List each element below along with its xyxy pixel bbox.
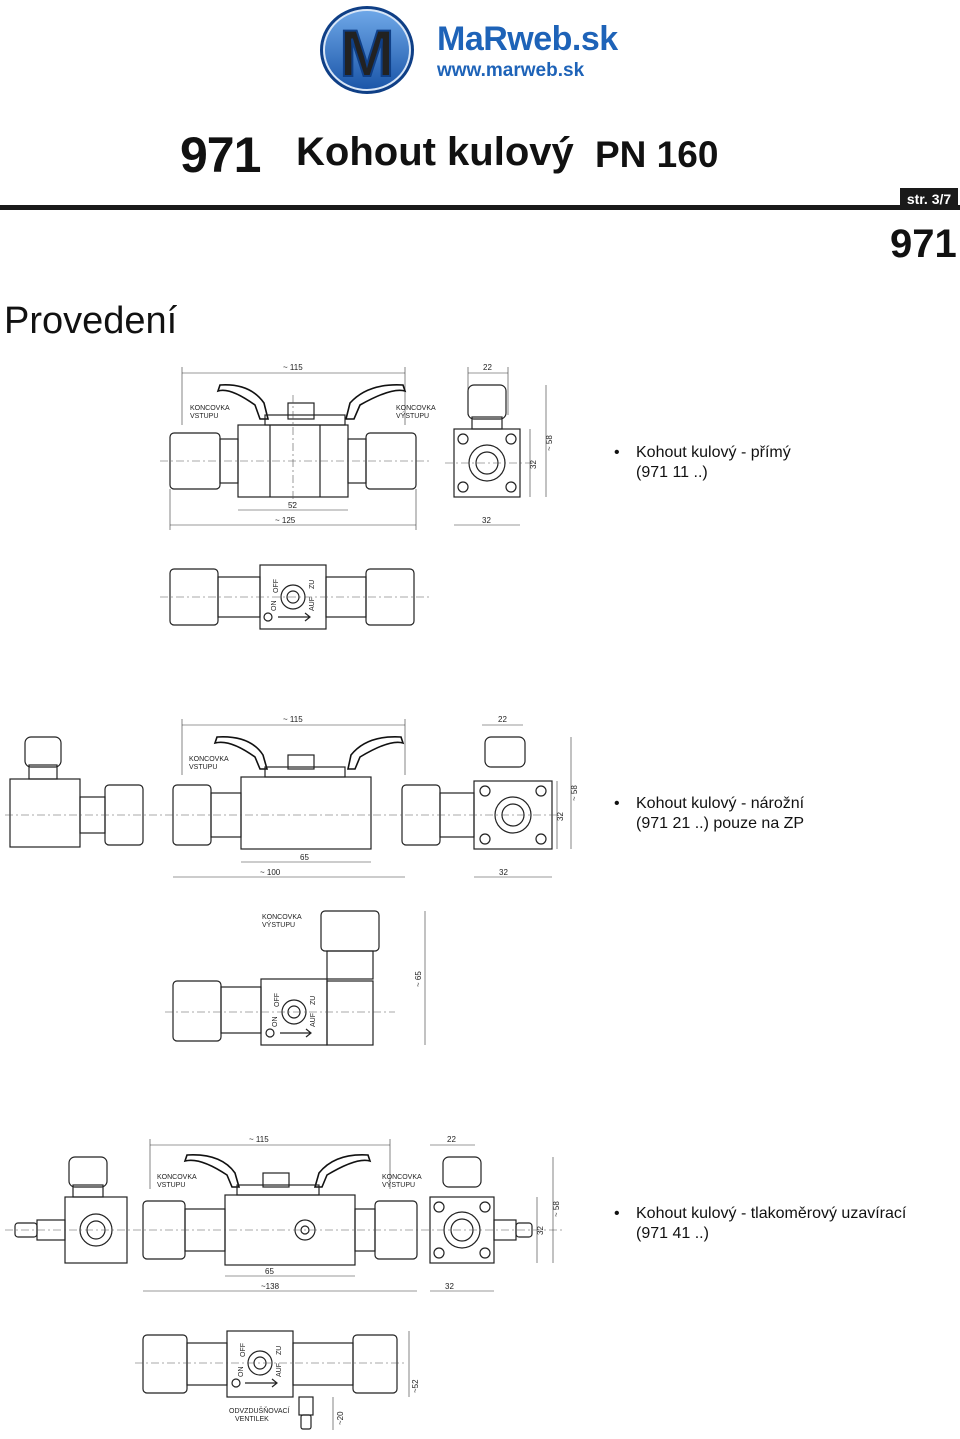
svg-text:~ 100: ~ 100 [260, 868, 281, 877]
dim-32-vert: 32 [529, 460, 538, 469]
svg-text:ZU: ZU [309, 580, 316, 589]
brand-url[interactable]: www.marweb.sk [437, 60, 585, 81]
svg-text:32: 32 [536, 1226, 545, 1235]
svg-text:22: 22 [498, 715, 507, 724]
header-rule [0, 205, 960, 210]
svg-text:KONCOVKA: KONCOVKA [262, 914, 302, 921]
svg-text:~ 58: ~ 58 [570, 785, 579, 801]
svg-text:OFF: OFF [274, 993, 281, 1007]
drawing-straight-valve: ~ 115 22 KONCOVKA VSTUPU KONCOVKA VÝSTUP… [160, 363, 554, 630]
svg-text:ON: ON [238, 1367, 245, 1378]
svg-text:~20: ~20 [336, 1411, 345, 1425]
variant-name: Kohout kulový - přímý [636, 444, 791, 461]
doc-title: Kohout kulový [296, 130, 574, 174]
svg-text:~52: ~52 [411, 1379, 420, 1393]
brand-name: MaRweb.sk [437, 20, 618, 58]
svg-text:ZU: ZU [276, 1346, 283, 1355]
variant-gauge-desc: • Kohout kulový - tlakoměrový uzavírací … [614, 1205, 907, 1242]
dim-52: 52 [288, 501, 297, 510]
svg-text:ZU: ZU [310, 996, 317, 1005]
svg-text:32: 32 [499, 868, 508, 877]
svg-text:32: 32 [556, 812, 565, 821]
doc-pressure: PN 160 [595, 134, 719, 175]
svg-text:ODVZDUŠŇOVACÍ: ODVZDUŠŇOVACÍ [229, 1406, 290, 1415]
svg-text:ON: ON [272, 1017, 279, 1028]
svg-text:~ 58: ~ 58 [552, 1201, 561, 1217]
svg-text:VSTUPU: VSTUPU [190, 413, 218, 420]
svg-text:~ 115: ~ 115 [249, 1135, 269, 1144]
svg-text:ON: ON [271, 601, 278, 612]
svg-text:OFF: OFF [240, 1343, 247, 1357]
drawing-angle-valve: ~ 115 22 KONCOVKA VSTUPU 32 ~ 58 65 ~ 10… [5, 715, 579, 1046]
dim-125: ~ 125 [275, 516, 296, 525]
svg-text:~ 115: ~ 115 [283, 715, 303, 724]
inlet-label: KONCOVKA [190, 405, 230, 412]
dim-22: 22 [483, 363, 492, 372]
svg-text:22: 22 [447, 1135, 456, 1144]
svg-text:VSTUPU: VSTUPU [157, 1182, 185, 1189]
svg-text:KONCOVKA: KONCOVKA [157, 1174, 197, 1181]
svg-text:65: 65 [300, 853, 309, 862]
brand-letter: M [340, 16, 395, 90]
svg-text:32: 32 [445, 1282, 454, 1291]
svg-text:65: 65 [265, 1267, 274, 1276]
dim-32-horiz: 32 [482, 516, 491, 525]
side-number: 971 [890, 222, 957, 266]
page-indicator: str. 3/7 [900, 188, 958, 210]
variant-angle-desc: • Kohout kulový - nárožní (971 21 ..) po… [614, 795, 805, 832]
section-title: Provedení [4, 300, 178, 342]
variant-straight-desc: • Kohout kulový - přímý (971 11 ..) [614, 443, 960, 483]
svg-text:AUF: AUF [309, 597, 316, 611]
dim-115: ~ 115 [283, 363, 303, 372]
svg-text:VÝSTUPU: VÝSTUPU [382, 1180, 415, 1189]
outlet-label: KONCOVKA [396, 405, 436, 412]
doc-number: 971 [180, 127, 261, 183]
svg-text:~ 65: ~ 65 [414, 971, 423, 987]
svg-text:VÝSTUPU: VÝSTUPU [396, 411, 429, 420]
svg-text:AUF: AUF [276, 1363, 283, 1377]
variant-code: (971 11 ..) [636, 464, 708, 481]
svg-text:VSTUPU: VSTUPU [189, 764, 217, 771]
svg-text:VÝSTUPU: VÝSTUPU [262, 920, 295, 929]
drawing-gauge-valve: ~ 115 22 KONCOVKA VSTUPU KONCOVKA VÝSTUP… [5, 1135, 565, 1430]
brand-logo: M [320, 6, 414, 94]
svg-text:OFF: OFF [273, 579, 280, 593]
svg-text:VENTILEK: VENTILEK [235, 1416, 269, 1423]
svg-text:AUF: AUF [310, 1013, 317, 1027]
dim-58: ~ 58 [545, 435, 554, 451]
svg-text:~138: ~138 [261, 1282, 280, 1291]
svg-text:KONCOVKA: KONCOVKA [382, 1174, 422, 1181]
svg-text:KONCOVKA: KONCOVKA [189, 756, 229, 763]
